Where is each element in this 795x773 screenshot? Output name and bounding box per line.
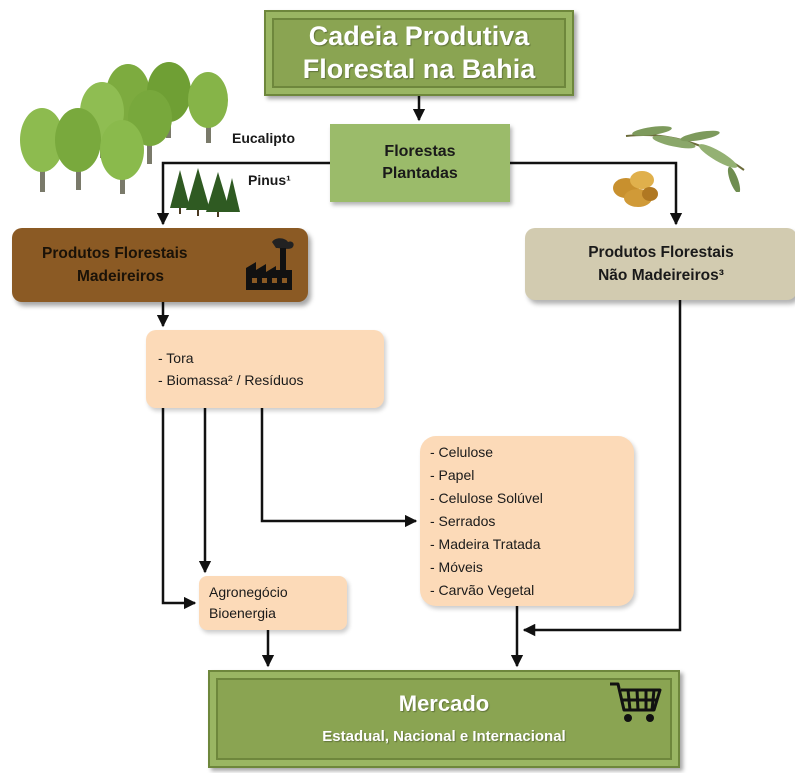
title-line1: Cadeia Produtiva <box>308 21 530 51</box>
produto-item: - Papel <box>430 466 475 483</box>
materia-prima-item: - Biomassa² / Resíduos <box>158 372 304 388</box>
title-box: Cadeia Produtiva Florestal na Bahia <box>264 10 574 96</box>
eucalyptus-branch-icon <box>625 126 745 192</box>
pinus-label: Pinus¹ <box>248 172 291 188</box>
produtos-box: - Celulose - Papel - Celulose Solúvel - … <box>420 436 634 606</box>
florestas-line1: Florestas <box>384 143 456 160</box>
nao-madeireiros-line2: Não Madeireiros³ <box>598 267 724 284</box>
madeireiros-line2: Madeireiros <box>77 268 165 285</box>
shopping-cart-icon <box>610 682 662 722</box>
factory-icon <box>246 238 294 290</box>
resin-icon <box>613 171 658 207</box>
florestas-line2: Plantadas <box>382 165 458 182</box>
produto-item: - Móveis <box>430 558 483 575</box>
mercado-subtitle: Estadual, Nacional e Internacional <box>322 728 566 745</box>
florestas-plantadas-box: Florestas Plantadas <box>330 124 510 202</box>
nao-madeireiros-box: Produtos Florestais Não Madeireiros³ <box>525 228 795 300</box>
produto-item: - Madeira Tratada <box>430 535 541 552</box>
mercado-box: Mercado Estadual, Nacional e Internacion… <box>208 670 680 768</box>
nao-madeireiros-line1: Produtos Florestais <box>588 244 734 261</box>
produto-item: - Carvão Vegetal <box>430 581 535 598</box>
mercado-title: Mercado <box>398 691 490 716</box>
agro-line1: Agronegócio <box>209 584 288 600</box>
agro-box: Agronegócio Bioenergia <box>199 576 347 630</box>
materia-prima-box: - Tora - Biomassa² / Resíduos <box>146 330 384 408</box>
madeireiros-line1: Produtos Florestais <box>42 245 188 262</box>
pine-trees-icon <box>170 168 240 217</box>
produto-item: - Celulose Solúvel <box>430 489 543 506</box>
produto-item: - Celulose <box>430 443 494 460</box>
eucalyptus-trees-icon <box>20 62 228 194</box>
title-line2: Florestal na Bahia <box>302 54 536 84</box>
materia-prima-item: - Tora <box>158 350 194 366</box>
agro-line2: Bioenergia <box>209 605 276 621</box>
produto-item: - Serrados <box>430 512 496 529</box>
eucalipto-label: Eucalipto <box>232 130 296 146</box>
